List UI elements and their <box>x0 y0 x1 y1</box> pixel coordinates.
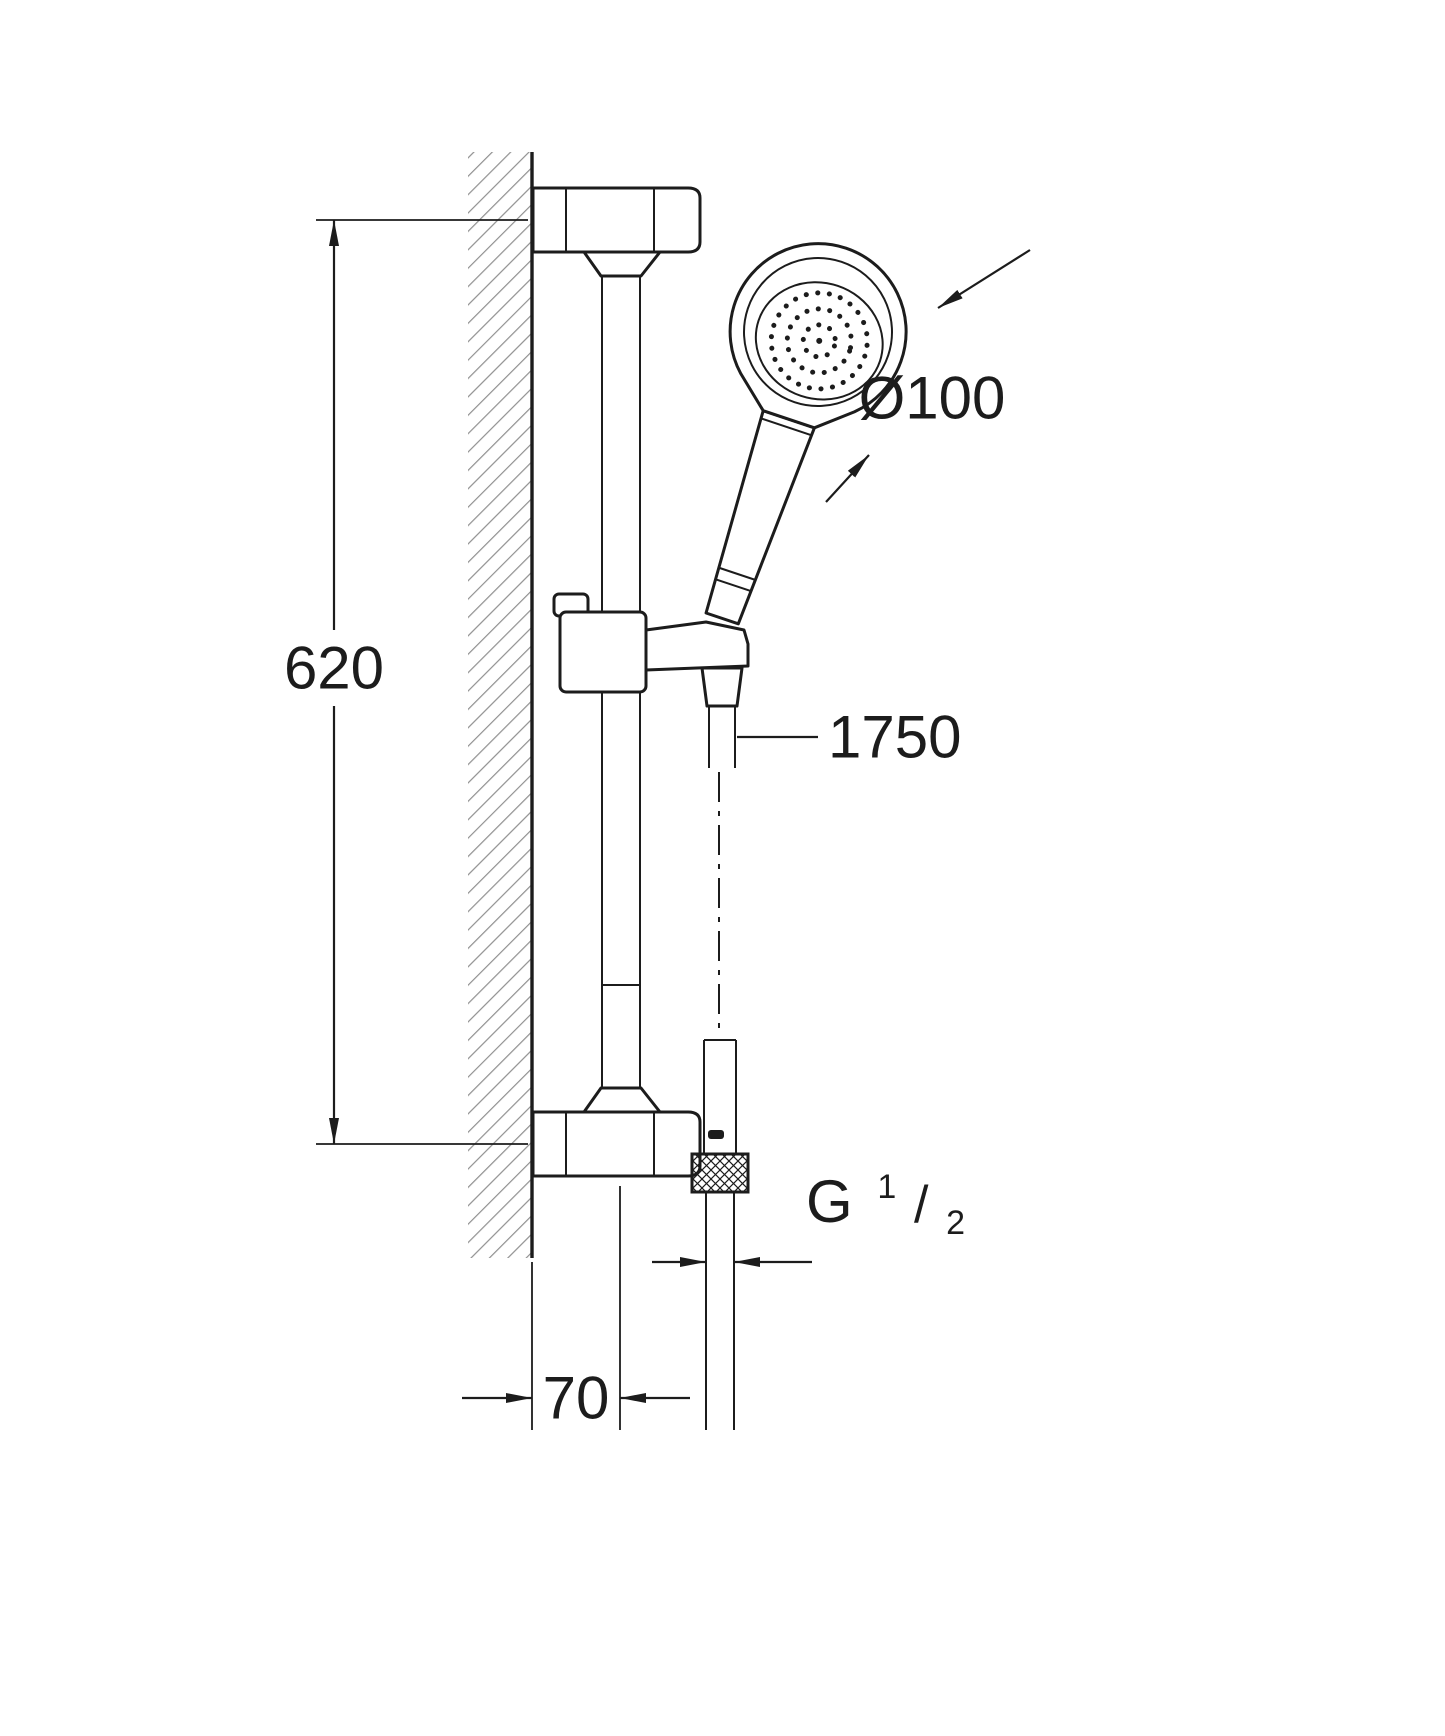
wall-section <box>468 152 534 1258</box>
spray-dot-center <box>816 337 823 344</box>
bracket-body <box>531 1110 702 1178</box>
wall-hatch <box>468 152 532 1258</box>
hose-slot-mark <box>708 1130 724 1139</box>
spray-face-ellipse <box>754 281 884 401</box>
thread-dimension: G 1 / 2 <box>652 1144 965 1267</box>
bracket-cone <box>582 1086 662 1114</box>
spray-dot-ring-inner <box>800 322 838 360</box>
rail-length-dimension: 620 <box>284 219 528 1145</box>
thread-numerator: 1 <box>877 1168 896 1206</box>
shower-handle-outline <box>704 409 816 626</box>
hose-cone-nut <box>700 666 744 708</box>
thread-label: G 1 / 2 <box>806 1144 965 1242</box>
slider-body <box>558 610 648 694</box>
handle-ridge-line-2 <box>714 578 752 593</box>
wall-distance-dimension: 70 <box>462 1186 690 1432</box>
bottom-wall-bracket <box>531 1086 702 1178</box>
spray-dot-ring-middle <box>784 306 854 376</box>
handle-ridge-line-1 <box>718 566 756 581</box>
head-diameter-dimension: Ø100 <box>825 249 1031 503</box>
wall-distance-label: 70 <box>543 1365 610 1432</box>
rail-length-label: 620 <box>284 635 384 702</box>
head-inner-rim <box>743 257 893 407</box>
thread-prefix: G <box>806 1168 853 1235</box>
holder-cradle <box>644 620 750 672</box>
shower-head-outline <box>728 242 908 430</box>
thread-slash: / <box>914 1176 929 1234</box>
hose-length-dimension: 1750 <box>737 704 961 771</box>
spray-dot-ring-outer <box>768 290 870 392</box>
hose-length-label: 1750 <box>828 704 961 771</box>
diameter-arrow-lower <box>825 454 870 503</box>
top-wall-bracket <box>531 186 702 278</box>
head-diameter-label: Ø100 <box>859 365 1006 432</box>
hand-shower <box>704 242 908 626</box>
shower-hose-lower <box>690 1039 750 1430</box>
slider-holder <box>552 592 750 694</box>
bracket-body <box>531 186 702 254</box>
thread-denominator: 2 <box>946 1204 965 1242</box>
head-neck-line <box>761 417 812 437</box>
diameter-arrow-upper <box>937 249 1031 309</box>
bracket-cone <box>582 250 662 278</box>
hose-knurled-nut <box>690 1152 750 1194</box>
shower-hose-upper <box>700 666 744 768</box>
